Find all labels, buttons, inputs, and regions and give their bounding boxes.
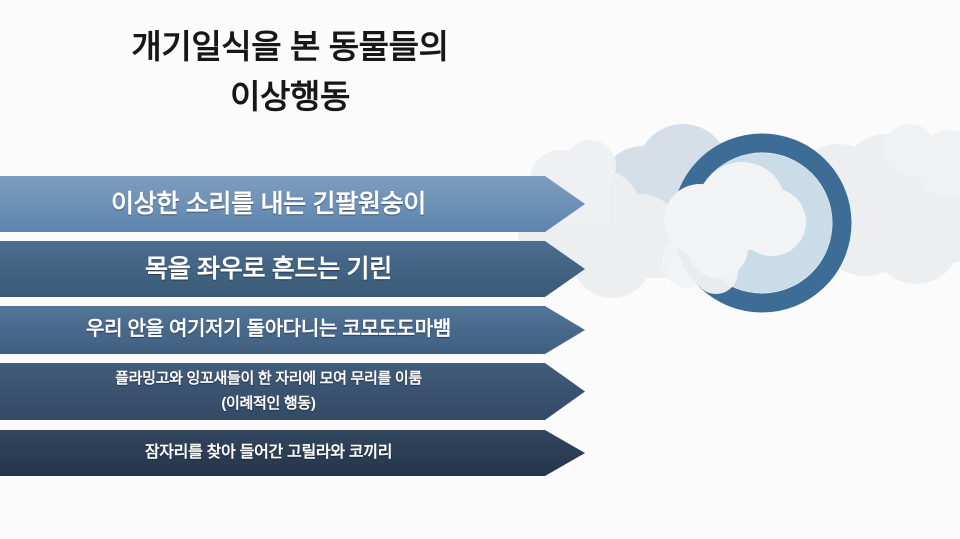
- chevron-bar-5-label: 잠자리를 찾아 들어간 고릴라와 코끼리: [144, 443, 393, 461]
- cloud-grey-wisp: [884, 124, 960, 198]
- chevron-bar-3[interactable]: 우리 안을 여기저기 돌아다니는 코모도도마뱀: [0, 306, 585, 354]
- chevron-bar-1[interactable]: 이상한 소리를 내는 긴팔원숭이: [0, 176, 585, 232]
- chevron-bar-3-label: 우리 안을 여기저기 돌아다니는 코모도도마뱀: [86, 318, 451, 341]
- slide-title: 개기일식을 본 동물들의 이상행동: [40, 22, 540, 122]
- chevron-bar-1-label: 이상한 소리를 내는 긴팔원숭이: [110, 190, 427, 218]
- cloud-white-front: [664, 162, 806, 278]
- page-title-line-1: 개기일식을 본 동물들의: [131, 28, 449, 65]
- chevron-bar-2[interactable]: 목을 좌우로 흔드는 기린: [0, 241, 585, 297]
- eclipse-ring-outer: [672, 133, 852, 313]
- eclipse-ring-inner-fill: [692, 153, 832, 293]
- chevron-bar-5[interactable]: 잠자리를 찾아 들어간 고릴라와 코끼리: [0, 430, 585, 476]
- chevron-bar-2-label: 목을 좌우로 흔드는 기린: [145, 255, 392, 283]
- chevron-bar-4[interactable]: 플라밍고와 잉꼬새들이 한 자리에 모여 무리를 이룸 (이례적인 행동): [0, 363, 585, 420]
- chevron-bar-4-label: 플라밍고와 잉꼬새들이 한 자리에 모여 무리를 이룸 (이례적인 행동): [115, 369, 422, 412]
- cloud-blue-back: [577, 124, 766, 232]
- chevron-bar-list: 이상한 소리를 내는 긴팔원숭이 목을 좌우로 흔드는 기린 우리 안을 여기저…: [0, 176, 600, 476]
- cloud-white-lower-left: [662, 236, 738, 294]
- page-title-line-2: 이상행동: [230, 78, 350, 116]
- cloud-grey-right: [790, 134, 960, 284]
